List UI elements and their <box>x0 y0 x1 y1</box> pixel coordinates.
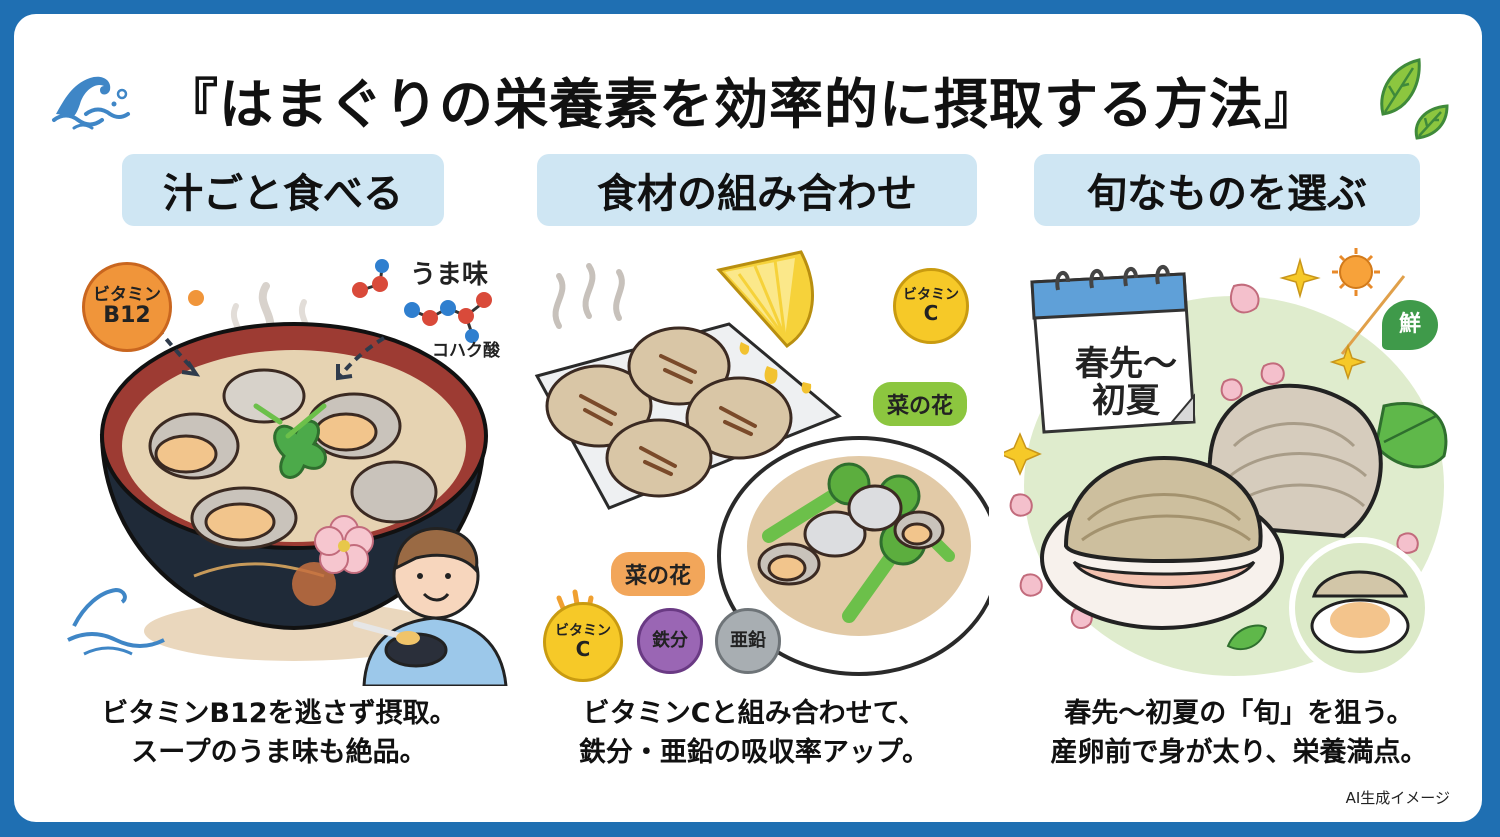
fresh-badge: 鮮 <box>1382 300 1438 350</box>
umami-label: うま味 <box>410 260 489 290</box>
zinc-badge: 亜鉛 <box>715 608 781 674</box>
infographic-frame: 『はまぐりの栄養素を効率的に摂取する方法』 汁ごと食べる <box>14 14 1482 822</box>
section-combination: 食材の組み合わせ <box>519 154 1001 814</box>
iron-badge: 鉄分 <box>637 608 703 674</box>
nanohana-label-bottom: 菜の花 <box>611 552 706 596</box>
section-soup: 汁ごと食べる <box>44 154 514 814</box>
calendar-season-label: 春先～ 初夏 <box>1075 344 1177 422</box>
succinic-acid-label: コハク酸 <box>432 341 500 361</box>
soup-illustration: ビタミン B12 うま味 コハク酸 <box>44 246 514 688</box>
section-season: 旬なものを選ぶ <box>998 154 1474 814</box>
leaf-icon <box>1380 58 1449 140</box>
section-caption: ビタミンCと組み合わせて、 鉄分・亜鉛の吸収率アップ。 <box>578 698 930 769</box>
section-caption: 春先～初夏の「旬」を狙う。 産卵前で身が太り、栄養満点。 <box>1050 698 1428 769</box>
season-illustration: 春先～ 初夏 鮮 <box>998 246 1474 686</box>
ai-generated-note: AI生成イメージ <box>1345 789 1450 807</box>
section-heading: 旬なものを選ぶ <box>1034 154 1420 226</box>
section-heading: 汁ごと食べる <box>122 154 444 226</box>
page-title: 『はまぐりの栄養素を効率的に摂取する方法』 <box>164 73 1319 136</box>
wave-icon <box>52 76 130 130</box>
grilled-clams-and-nanohana-icon <box>534 250 1001 676</box>
vitamin-c-badge: ビタミン C <box>543 602 623 682</box>
combination-illustration: ビタミン C 菜の花 菜の花 ビタミン C 鉄分 亜鉛 <box>519 246 1001 686</box>
seasonal-clams-icon <box>998 248 1448 679</box>
vitamin-b12-badge: ビタミン B12 <box>82 262 172 352</box>
title-row: 『はまぐりの栄養素を効率的に摂取する方法』 <box>14 54 1482 144</box>
section-heading: 食材の組み合わせ <box>537 154 977 226</box>
vitamin-c-lemon-badge: ビタミン C <box>893 268 969 344</box>
nanohana-label-top: 菜の花 <box>873 382 968 426</box>
section-caption: ビタミンB12を逃さず摂取。 スープのうま味も絶品。 <box>101 698 457 769</box>
clam-soup-bowl-icon <box>67 259 508 688</box>
